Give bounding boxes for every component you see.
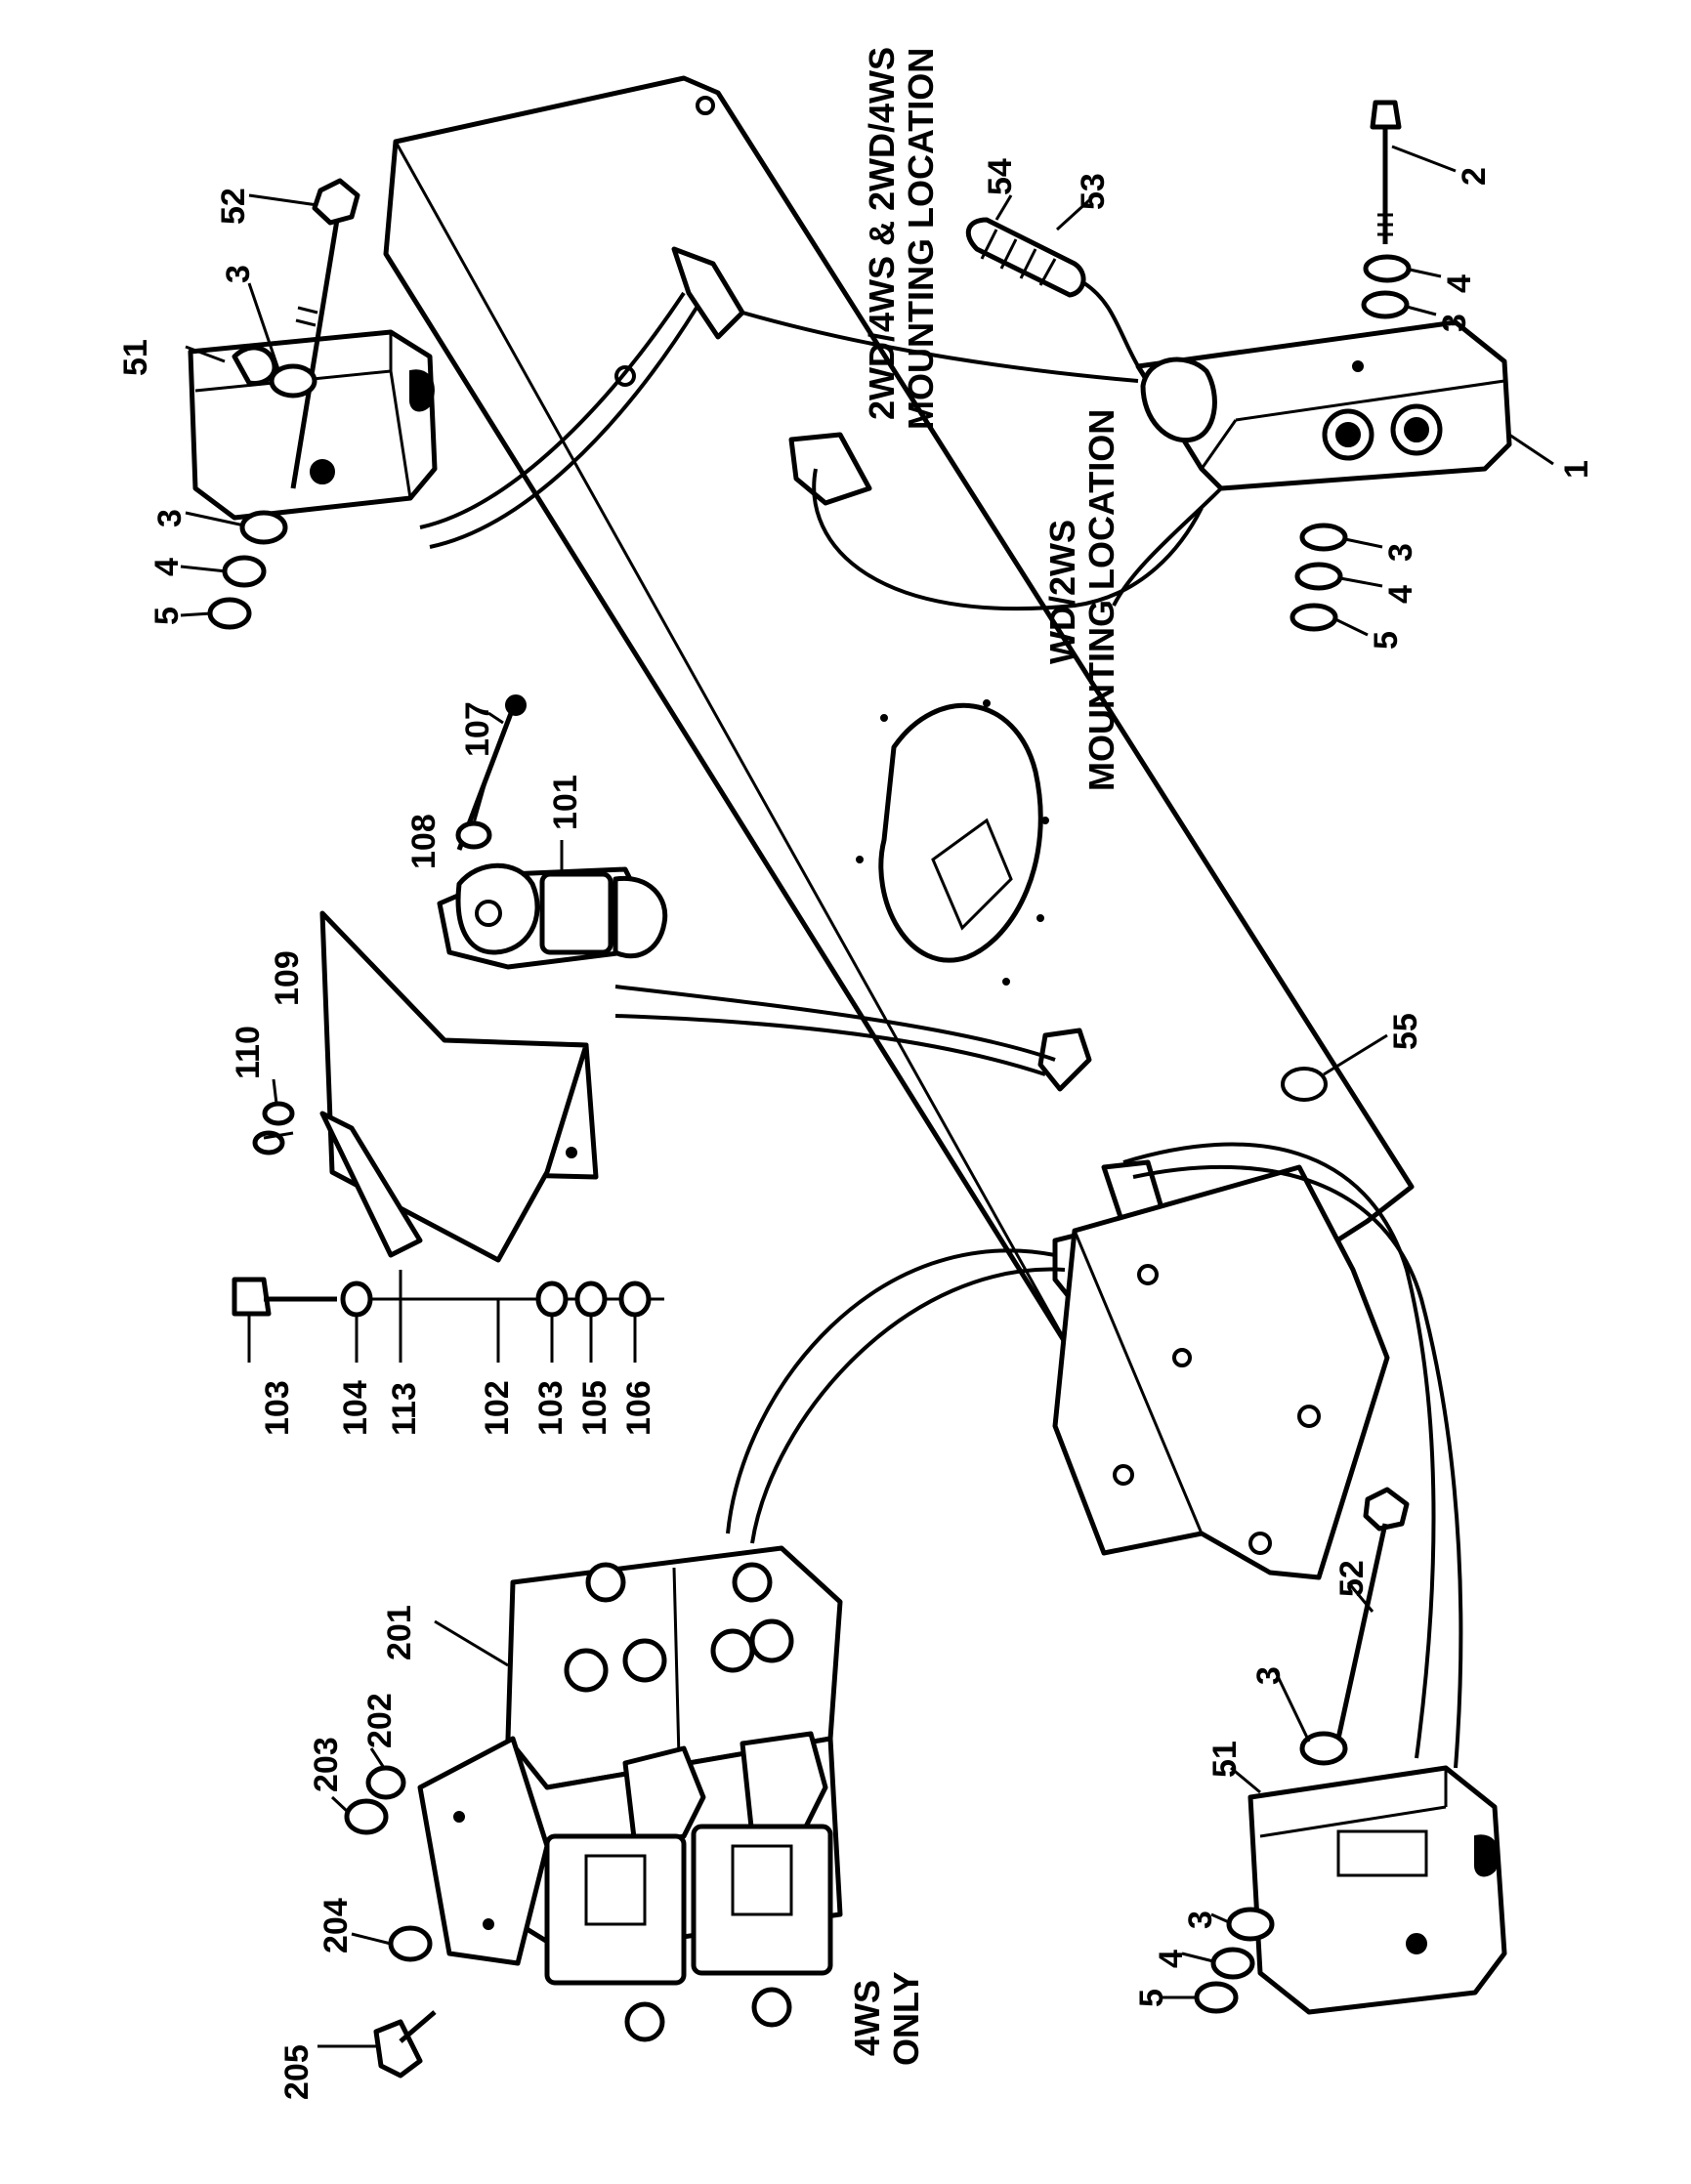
callout-203: 203 (308, 1737, 345, 1792)
callout-53: 53 (1075, 173, 1112, 210)
callouts: 1 2 4 3 3 4 5 54 53 55 52 51 3 3 4 5 107… (117, 158, 1595, 2100)
mounting-bracket (1052, 1164, 1390, 1580)
callout-52: 52 (215, 188, 252, 225)
callout-108: 108 (405, 814, 443, 869)
callout-101: 101 (547, 775, 584, 830)
callout-4: 4 (1441, 274, 1478, 293)
callout-4: 4 (1382, 585, 1419, 604)
callout-1: 1 (1558, 460, 1595, 479)
callout-103: 103 (532, 1380, 570, 1436)
upper-location-label-line2: MOUNTING LOCATION (901, 48, 941, 430)
callout-201: 201 (381, 1605, 418, 1660)
callout-3: 3 (1250, 1666, 1288, 1685)
callout-107: 107 (459, 701, 496, 757)
option-label-line1: 4WS (847, 1980, 887, 2056)
callout-113: 113 (386, 1382, 423, 1436)
callout-55: 55 (1387, 1013, 1424, 1050)
callout-2: 2 (1456, 167, 1493, 186)
callout-51: 51 (1206, 1741, 1244, 1778)
option-label-line2: ONLY (886, 1971, 926, 2066)
callout-5: 5 (1368, 631, 1405, 650)
callout-52: 52 (1333, 1560, 1371, 1597)
lower-location-label-line2: MOUNTING LOCATION (1081, 409, 1121, 791)
valve-block-51-lower (1194, 1487, 1507, 2015)
control-valve-201 (344, 1545, 843, 2079)
callout-110: 110 (230, 1026, 267, 1079)
callout-202: 202 (361, 1693, 399, 1748)
valve-101 (232, 694, 668, 1318)
callout-104: 104 (337, 1380, 374, 1436)
callout-5: 5 (148, 607, 186, 625)
callout-5: 5 (1133, 1989, 1170, 2007)
hydraulic-lines (419, 291, 1463, 1769)
callout-4: 4 (148, 558, 186, 576)
callout-109: 109 (269, 950, 306, 1006)
valve-block-51-upper (188, 178, 438, 630)
callout-54: 54 (982, 158, 1019, 195)
callout-51: 51 (117, 339, 154, 376)
upper-location-label-line1: 2WD/4WS & 2WD/4WS (862, 47, 902, 420)
callout-4: 4 (1153, 1950, 1190, 1968)
callout-103: 103 (259, 1380, 296, 1436)
callout-3: 3 (1436, 314, 1473, 332)
valve-block-1 (965, 100, 1512, 632)
callout-205: 205 (278, 2044, 316, 2100)
callout-105: 105 (576, 1380, 613, 1436)
callout-204: 204 (317, 1898, 355, 1953)
callout-102: 102 (479, 1380, 516, 1436)
callout-3: 3 (151, 509, 189, 527)
lower-location-label-line1: WD/2WS (1042, 520, 1082, 664)
callout-3: 3 (1382, 543, 1419, 562)
leader-lines (180, 145, 1554, 2048)
callout-3: 3 (220, 265, 257, 283)
callout-106: 106 (620, 1380, 657, 1436)
callout-3: 3 (1182, 1911, 1219, 1929)
